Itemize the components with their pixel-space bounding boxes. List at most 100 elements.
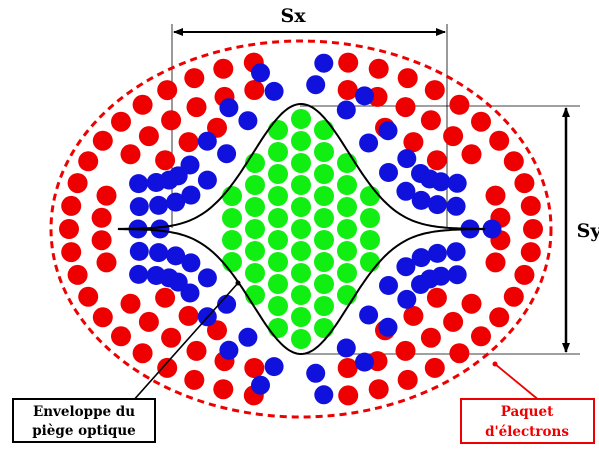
electron-outer	[443, 126, 464, 147]
electron-middle	[411, 190, 431, 210]
electron-core	[291, 153, 311, 173]
electron-outer	[61, 242, 82, 263]
electron-middle	[336, 100, 356, 120]
electron-outer	[503, 286, 524, 307]
electron-outer	[155, 287, 176, 308]
electron-outer	[471, 326, 491, 347]
electron-outer	[420, 110, 441, 131]
electron-core	[291, 307, 311, 327]
electron-middle	[355, 352, 374, 372]
electron-outer	[120, 144, 141, 165]
electron-outer	[244, 358, 265, 378]
core-particle-layer	[222, 109, 380, 349]
electron-outer	[186, 340, 207, 361]
electron-core	[314, 164, 334, 184]
electron-outer	[338, 52, 359, 73]
electron-middle	[427, 243, 447, 263]
electron-outer	[155, 150, 176, 171]
electron-core	[314, 318, 334, 338]
electron-middle	[219, 98, 239, 118]
electron-outer	[523, 219, 543, 239]
electron-middle	[264, 81, 284, 101]
electron-outer	[184, 369, 205, 390]
electron-core	[360, 252, 380, 272]
bunch-callout-dot	[492, 361, 498, 367]
electron-middle	[314, 53, 334, 73]
electron-middle	[181, 185, 201, 205]
electron-outer	[91, 230, 112, 251]
electron-outer	[520, 195, 541, 216]
electron-core	[314, 252, 334, 272]
electron-core	[268, 318, 288, 338]
electron-outer	[426, 287, 447, 308]
electron-outer	[424, 357, 445, 378]
electron-middle	[251, 63, 270, 83]
electron-outer	[157, 357, 178, 378]
electron-middle	[180, 155, 200, 175]
electron-outer	[59, 219, 79, 239]
trap-callout-box	[12, 398, 156, 443]
electron-middle	[149, 195, 169, 215]
electron-outer	[184, 68, 205, 89]
electron-core	[268, 120, 288, 140]
electron-outer	[92, 130, 113, 151]
electron-middle	[129, 174, 149, 194]
electron-core	[245, 175, 265, 195]
electron-outer	[132, 94, 153, 115]
electron-core	[268, 164, 288, 184]
electron-outer	[120, 293, 141, 314]
electron-middle	[306, 363, 326, 383]
electron-outer	[178, 132, 199, 153]
electron-outer	[397, 369, 418, 390]
electron-middle	[359, 133, 379, 153]
electron-middle	[482, 219, 502, 239]
electron-outer	[78, 286, 99, 307]
electron-outer	[213, 379, 234, 400]
electron-outer	[96, 252, 117, 273]
electron-outer	[520, 242, 541, 263]
electron-middle	[217, 144, 237, 164]
electron-middle	[446, 196, 466, 216]
electron-core	[314, 296, 334, 316]
electron-middle	[378, 121, 398, 141]
electron-middle	[447, 173, 467, 193]
electron-middle	[150, 219, 170, 239]
electron-outer	[403, 305, 424, 326]
electron-middle	[197, 268, 217, 288]
electron-middle	[447, 265, 467, 285]
electron-middle	[427, 195, 447, 215]
electron-middle	[396, 257, 416, 277]
electron-middle	[306, 75, 326, 95]
bunch-callout-label-line2: d'électrons	[485, 424, 569, 440]
electron-core	[337, 175, 357, 195]
electron-core	[245, 219, 265, 239]
electron-middle	[217, 294, 237, 314]
electron-core	[291, 109, 311, 129]
electron-middle	[359, 305, 379, 325]
electron-middle	[431, 172, 451, 192]
electron-middle	[166, 192, 186, 212]
electron-core	[291, 285, 311, 305]
electron-core	[268, 296, 288, 316]
bunch-callout-leader	[494, 363, 541, 402]
electron-outer	[67, 173, 88, 194]
electron-middle	[314, 385, 334, 405]
electron-core	[222, 252, 242, 272]
electron-core	[268, 274, 288, 294]
electron-middle	[129, 197, 149, 217]
electron-outer	[213, 58, 234, 79]
electron-outer	[449, 343, 470, 364]
electron-core	[337, 241, 357, 261]
electron-middle	[180, 283, 200, 303]
electron-outer	[449, 94, 470, 115]
electron-core	[314, 274, 334, 294]
electron-outer	[420, 327, 441, 348]
electron-middle	[166, 246, 186, 266]
electron-middle	[355, 86, 374, 106]
electron-outer	[403, 132, 424, 153]
electron-outer	[471, 111, 491, 132]
electron-middle	[238, 327, 258, 347]
electron-core	[291, 219, 311, 239]
trap-callout-label-line1: Enveloppe du	[33, 404, 135, 420]
